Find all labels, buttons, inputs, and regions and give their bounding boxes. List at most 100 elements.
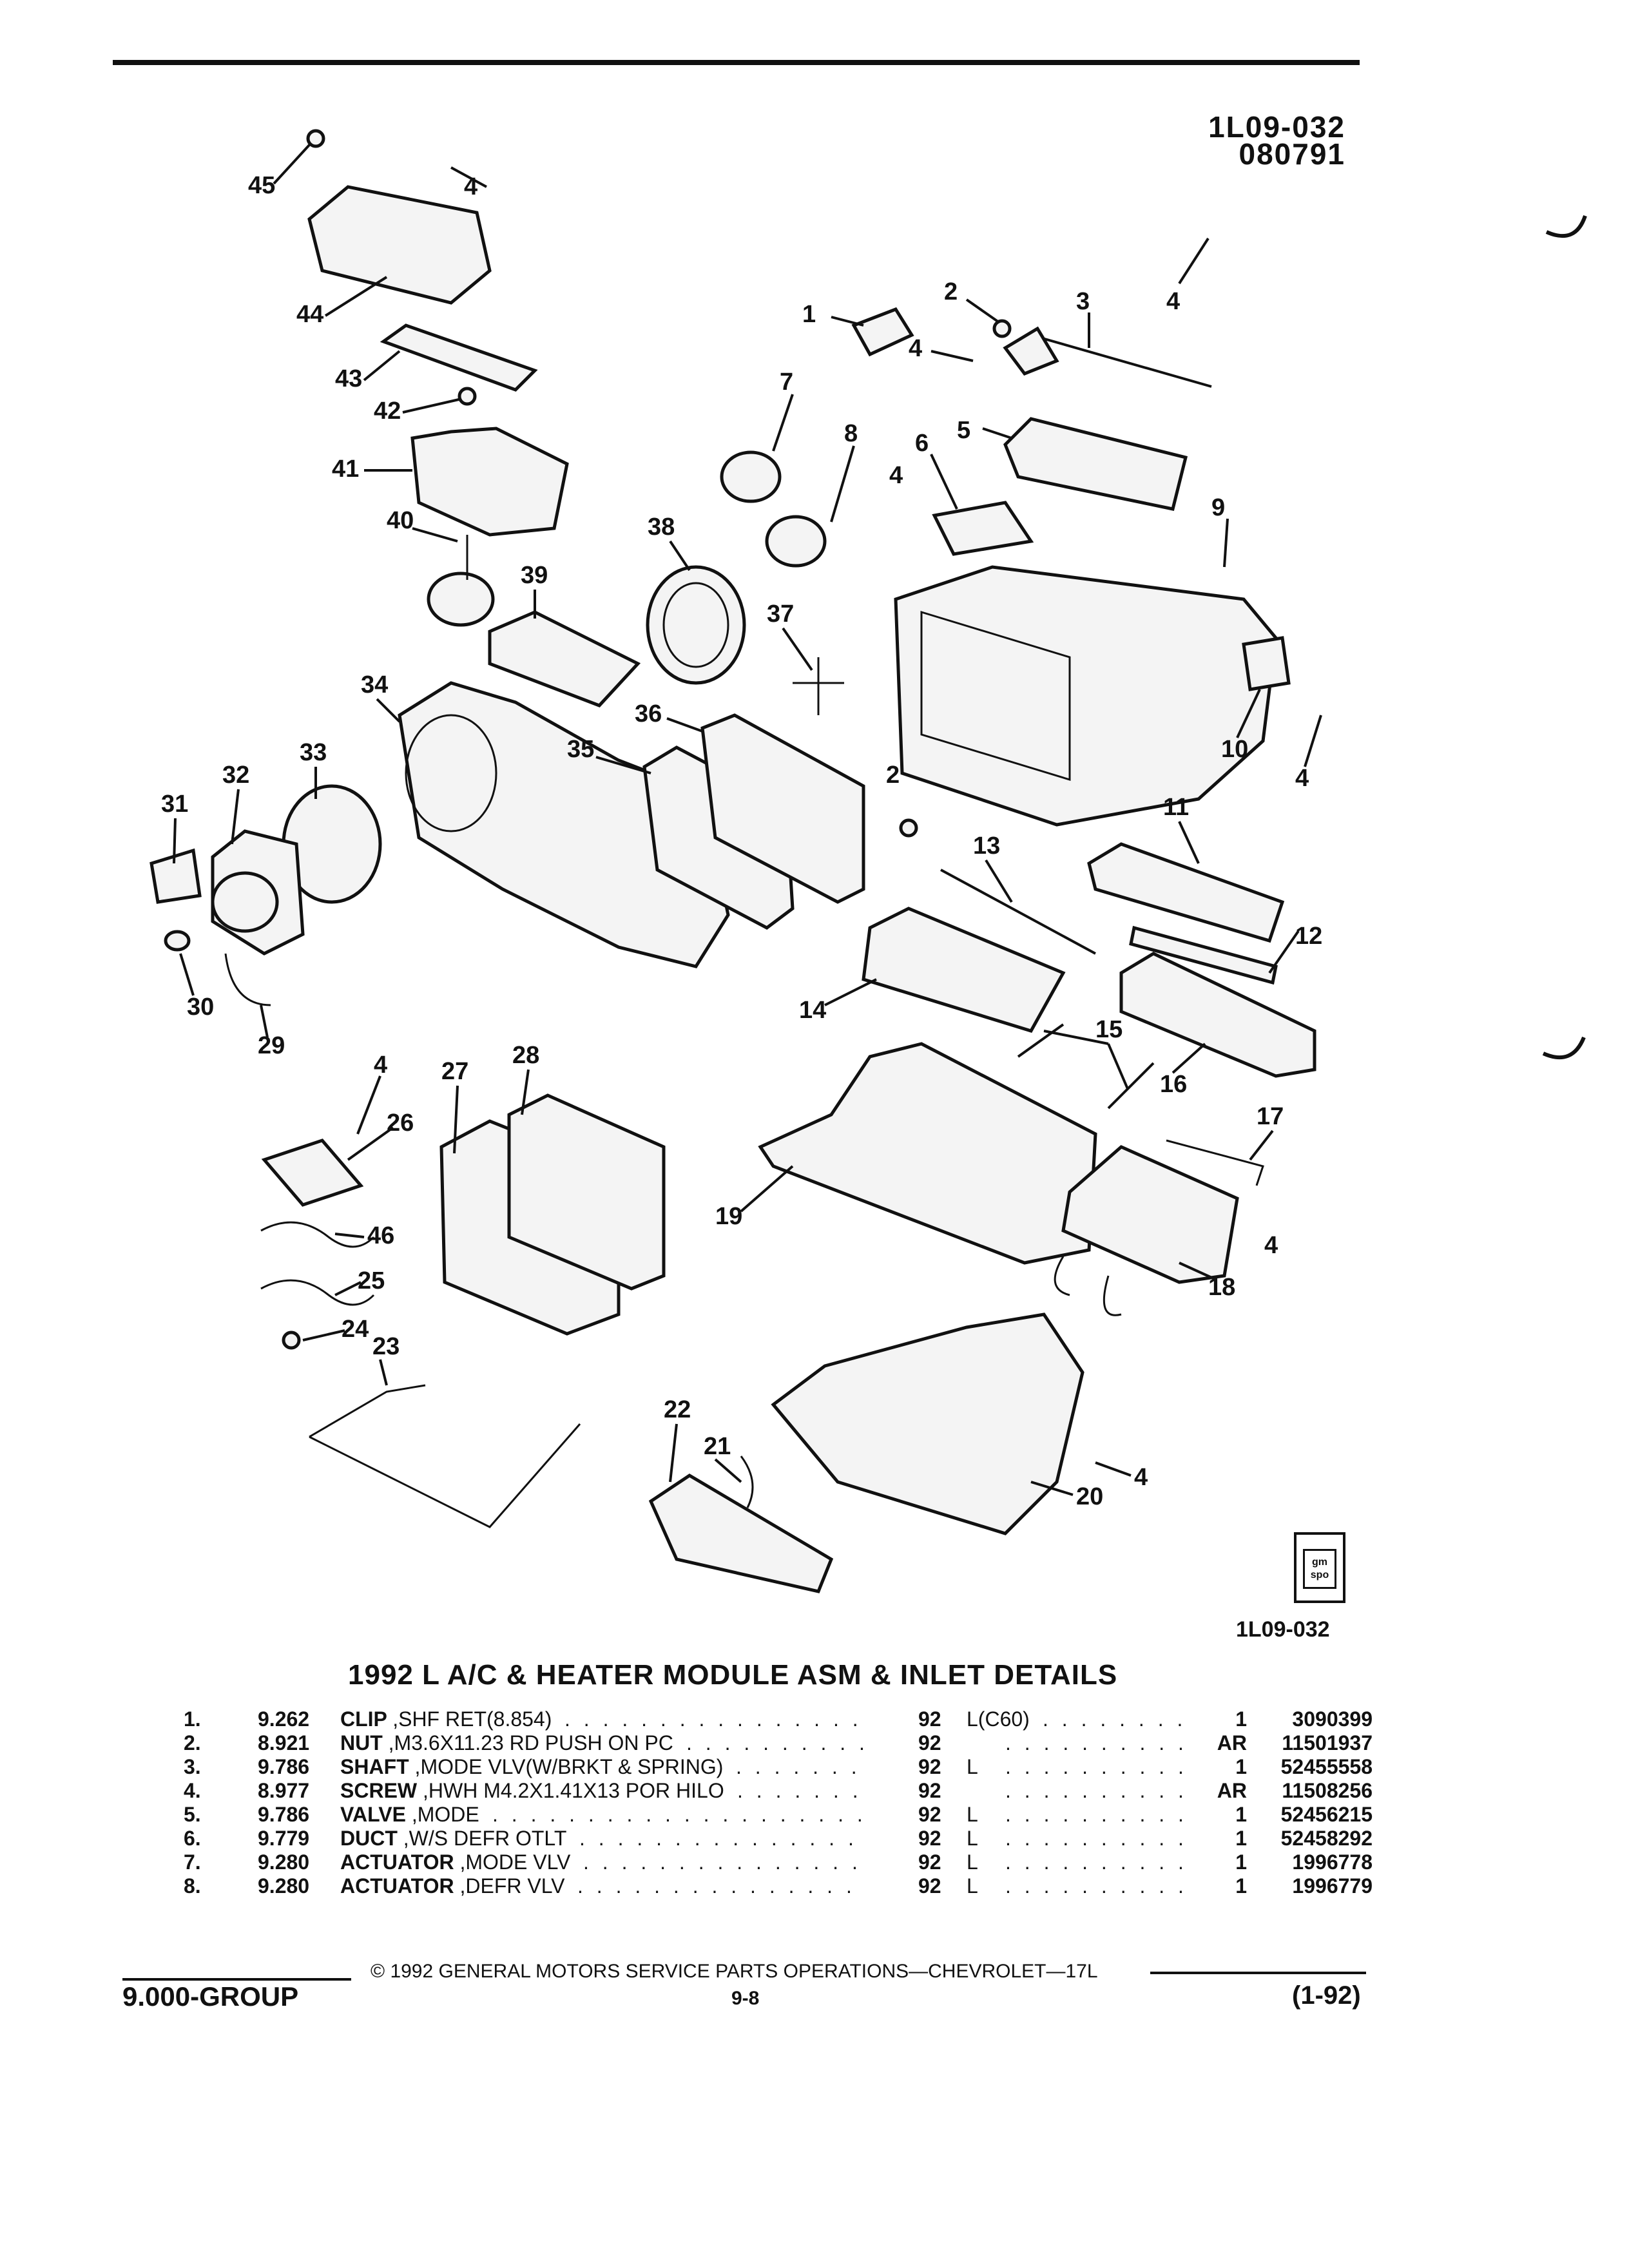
leader-dots: . . . . . . . . . . . . . . . . . . . .: [577, 1874, 863, 1898]
part-34-housing-opening: [405, 714, 497, 832]
callout-33: 33: [300, 739, 327, 766]
footer-rule-left: [122, 1978, 351, 1981]
part-description: CLIP ,SHF RET(8.854): [340, 1707, 552, 1731]
part-28-filter: [507, 1093, 666, 1291]
callout-3: 3: [1076, 288, 1090, 315]
quantity: 1: [1235, 1707, 1247, 1731]
callout-1: 1: [802, 301, 816, 328]
part-45-fastener: [306, 129, 325, 148]
part-9-upper-case: [894, 565, 1278, 827]
group-number: 9.280: [258, 1850, 310, 1874]
callout-34: 34: [361, 671, 388, 698]
part-number: 52455558: [1280, 1755, 1373, 1778]
exploded-parts-diagram: 1 2 2 3 4 4 4 4 4 4 4 4 5 6 7 8 9 10 11 …: [149, 129, 1587, 1593]
callout-24: 24: [342, 1316, 369, 1343]
part-name: CLIP: [340, 1707, 387, 1731]
part-17-bracket: [1166, 1139, 1264, 1186]
part-11-seal: [1087, 842, 1285, 943]
leader-lines: [173, 144, 1322, 1496]
callout-4: 4: [374, 1052, 387, 1079]
model-year: 92: [918, 1731, 941, 1754]
part-name: NUT: [340, 1731, 383, 1754]
callout-4: 4: [909, 335, 922, 362]
part-description: ACTUATOR ,MODE VLV: [340, 1850, 570, 1874]
part-10-actuator: [1242, 636, 1291, 691]
leader-dots: . . . . . . . . . . . . . . . . . . . .: [1043, 1707, 1192, 1731]
callout-31: 31: [161, 791, 188, 818]
part-desc: ,M3.6X11.23 RD PUSH ON PC: [388, 1731, 673, 1754]
callout-4: 4: [1134, 1464, 1148, 1491]
callout-7: 7: [780, 369, 793, 396]
part-8-actuator: [765, 515, 827, 568]
leader-dots: . . . . . . . . . . . . . . . . . . . .: [583, 1850, 863, 1874]
part-number-index: 4.: [184, 1779, 201, 1802]
callout-38: 38: [648, 514, 675, 541]
part-5-mode-valve: [1003, 417, 1188, 511]
part-23-seal: [309, 1384, 581, 1528]
callout-45: 45: [248, 172, 275, 199]
group-number: 9.779: [258, 1827, 310, 1850]
part-desc: ,MODE VLV(W/BRKT & SPRING): [414, 1755, 724, 1778]
part-37-clip: [793, 657, 844, 715]
part-name: ACTUATOR: [340, 1850, 454, 1874]
part-1-clip: [851, 307, 914, 357]
binder-mark: [1542, 1036, 1586, 1060]
callout-11: 11: [1163, 794, 1189, 821]
part-43-gasket: [380, 323, 538, 392]
callout-20: 20: [1076, 1483, 1103, 1510]
application: L: [967, 1755, 978, 1778]
leader-dots: . . . . . . . . . . . . . . . . . . . .: [736, 1755, 863, 1778]
group-number: 9.262: [258, 1707, 310, 1731]
part-18-heater-core: [1061, 1145, 1239, 1284]
callout-2-lower: 2: [886, 762, 900, 789]
model-year: 92: [918, 1779, 941, 1802]
part-desc: ,HWH M4.2X1.41X13 POR HILO: [423, 1779, 724, 1802]
callout-22: 22: [664, 1396, 691, 1423]
quantity: AR: [1217, 1731, 1247, 1754]
leader-dots: . . . . . . . . . . . . . . . . . . . .: [686, 1731, 863, 1754]
part-name: SCREW: [340, 1779, 418, 1802]
part-name: SHAFT: [340, 1755, 409, 1778]
part-number: 1996778: [1292, 1850, 1373, 1874]
part-desc: ,MODE VLV: [459, 1850, 571, 1874]
leader-dots: . . . . . . . . . . . . . . . . . . . .: [1005, 1779, 1192, 1802]
part-31-bracket: [149, 848, 202, 904]
callout-43: 43: [335, 365, 362, 392]
group-number: 8.977: [258, 1779, 310, 1802]
part-number-index: 2.: [184, 1731, 201, 1754]
part-number-index: 5.: [184, 1803, 201, 1826]
part-38-ring: [646, 565, 746, 685]
page-number: 9-8: [731, 1988, 760, 2009]
part-description: NUT ,M3.6X11.23 RD PUSH ON PC: [340, 1731, 673, 1755]
callout-13: 13: [973, 832, 1000, 860]
date-code: 080791: [1239, 137, 1345, 171]
part-number-index: 8.: [184, 1874, 201, 1898]
callout-41: 41: [332, 456, 359, 483]
model-year: 92: [918, 1803, 941, 1826]
part-3-bracket: [1003, 326, 1059, 376]
model-year: 92: [918, 1755, 941, 1778]
quantity: 1: [1235, 1755, 1247, 1778]
part-29-hose: [224, 953, 271, 1006]
part-39-seal: [488, 610, 641, 707]
callout-4: 4: [1166, 288, 1180, 315]
callout-46: 46: [367, 1222, 394, 1249]
callout-29: 29: [258, 1032, 285, 1059]
part-25-clamp: [260, 1279, 375, 1306]
part-20-lower-housing: [771, 1312, 1084, 1535]
callout-12: 12: [1295, 923, 1322, 950]
part-19-lower-case: [758, 1042, 1097, 1265]
copyright-text: © 1992 GENERAL MOTORS SERVICE PARTS OPER…: [371, 1961, 1098, 1982]
part-description: ACTUATOR ,DEFR VLV: [340, 1874, 564, 1898]
callout-14: 14: [799, 997, 826, 1024]
callout-15: 15: [1095, 1016, 1123, 1043]
model-year: 92: [918, 1850, 941, 1874]
part-description: DUCT ,W/S DEFR OTLT: [340, 1827, 566, 1850]
callout-6: 6: [915, 430, 929, 457]
callout-36: 36: [635, 700, 662, 727]
callout-2: 2: [944, 278, 958, 305]
